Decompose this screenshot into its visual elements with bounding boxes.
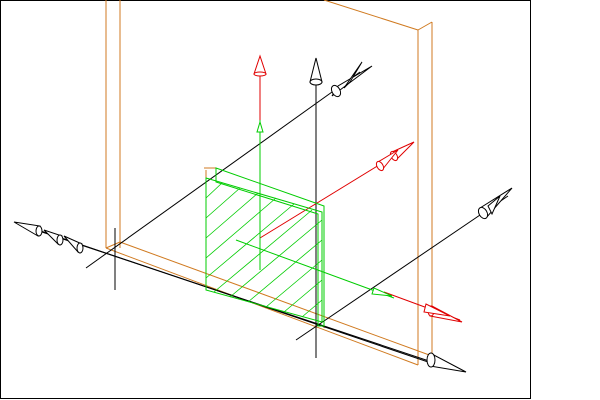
arrow-cone-top-right[interactable]	[330, 61, 373, 98]
green-arrow-cone-x[interactable]	[371, 287, 393, 297]
arrowheads	[13, 54, 513, 373]
axis-line-depth2	[295, 195, 509, 341]
axis-line-x2	[23, 225, 439, 365]
viewport-frame	[0, 0, 531, 399]
plate-outline	[205, 177, 323, 323]
red-arrow-cone-depth[interactable]	[375, 141, 415, 172]
red-arrow-cone-top[interactable]	[253, 54, 267, 77]
arrow-cone-right[interactable]	[477, 187, 513, 220]
plate-thickness	[215, 167, 325, 327]
green-axis-x	[235, 239, 395, 299]
green-arrow-cone-up[interactable]	[256, 120, 264, 133]
wall-edge	[323, 0, 419, 31]
wall-panel[interactable]	[105, 0, 433, 366]
highlight-axes[interactable]	[259, 60, 461, 321]
selected-plate[interactable]	[205, 120, 395, 327]
red-arrow-cone-x[interactable]	[423, 303, 463, 323]
wall-edge	[417, 21, 433, 31]
plate-hatch	[205, 182, 323, 318]
arrow-cone-bottom-right[interactable]	[426, 352, 467, 373]
arrow-cone-vertical-top[interactable]	[309, 57, 323, 86]
wall-edge	[105, 247, 419, 366]
coordinate-axes[interactable]	[19, 70, 509, 367]
wall-edge	[105, 241, 121, 249]
arrow-cone-left[interactable]	[13, 221, 84, 254]
